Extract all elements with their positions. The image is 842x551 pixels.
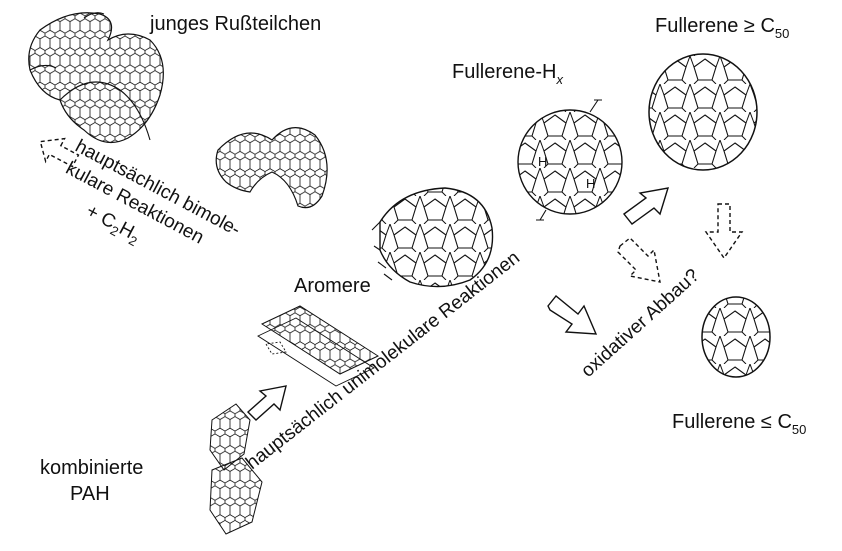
fullerene-hx-icon: H H xyxy=(518,100,622,220)
hydrogen-marker-right: H xyxy=(586,176,595,191)
fullerene-hx-label-main: Fullerene-H xyxy=(452,61,556,83)
to-large-fullerene-arrow-icon xyxy=(624,188,668,224)
fullerene-hx-label-sub: x xyxy=(555,72,563,87)
curved-intermediate-icon xyxy=(216,128,327,208)
hydrogen-marker-left: H xyxy=(538,154,547,169)
oxidative-label: oxidativer Abbau? xyxy=(577,265,703,382)
fullerene-large-label: Fullerene ≥ C50 xyxy=(655,15,789,41)
soot-label: junges Rußteilchen xyxy=(149,13,321,35)
fullerene-hx-label: Fullerene-Hx xyxy=(452,61,563,87)
young-soot-particle-icon xyxy=(29,13,164,143)
large-fullerene-icon xyxy=(649,54,757,170)
fullerene-degradation-arrow-icon xyxy=(706,204,742,258)
fullerene-small-label: Fullerene ≤ C50 xyxy=(672,411,806,437)
fullerene-small-label-main: Fullerene ≤ C xyxy=(672,411,792,433)
pah-label-line1: kombinierte xyxy=(40,457,143,479)
to-oxidative-abbau-arrow-icon xyxy=(548,296,596,334)
small-fullerene-icon xyxy=(702,297,770,377)
aromere-label: Aromere xyxy=(294,275,371,297)
pah-label-line2: PAH xyxy=(70,483,110,505)
bimolecular-label: hauptsächlich bimole- kulare Reaktionen … xyxy=(46,136,244,289)
fullerene-small-label-sub: 50 xyxy=(792,422,806,437)
pah-growth-arrow-icon xyxy=(248,386,286,420)
fullerene-large-label-main: Fullerene ≥ C xyxy=(655,15,775,37)
fullerene-large-label-sub: 50 xyxy=(775,26,789,41)
aromere-cage-icon xyxy=(372,188,493,287)
unimolecular-label: hauptsächlich unimolekulare Reaktionen xyxy=(242,247,524,474)
to-oxidative-arrow-icon xyxy=(618,238,660,282)
